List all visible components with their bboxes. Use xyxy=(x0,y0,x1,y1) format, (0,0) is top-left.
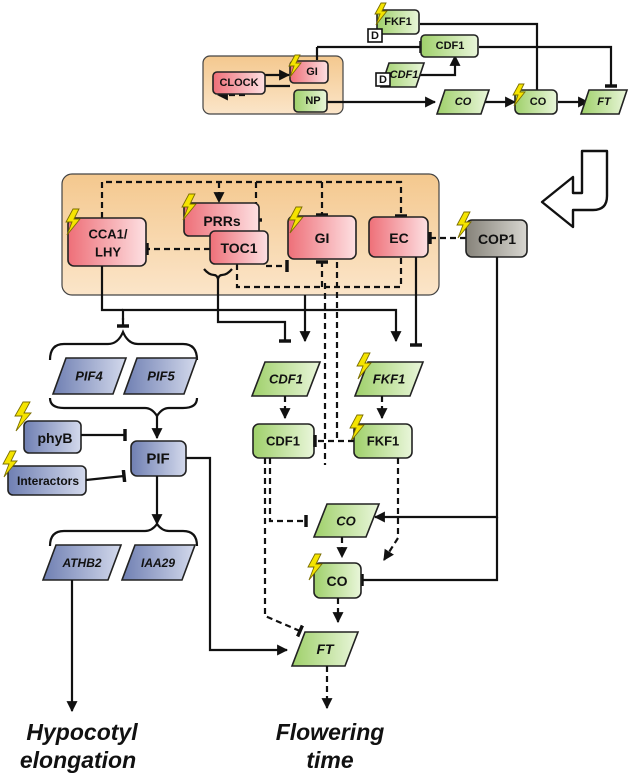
light-bolt-icon xyxy=(181,193,197,221)
light-bolt-icon xyxy=(2,450,18,478)
pif5-node xyxy=(122,357,199,395)
zoom-out-arrow-icon xyxy=(540,149,609,229)
co-gene-label: CO xyxy=(336,514,356,529)
co-protein-label: CO xyxy=(327,573,348,589)
inset-cdf1-gene-label: CDF1 xyxy=(390,69,419,81)
inset-fkf1-label: FKF1 xyxy=(384,16,412,28)
light-bolt-icon xyxy=(349,414,365,442)
inset-co-gene-node xyxy=(435,89,491,115)
light-bolt-icon xyxy=(356,352,372,380)
light-bolt-icon xyxy=(374,2,388,26)
phyb-node xyxy=(23,420,82,454)
co-gene-node xyxy=(312,503,381,538)
light-bolt-icon xyxy=(288,206,304,234)
inset-d-label-cdf1: D xyxy=(379,74,387,86)
inset-d-label-top: D xyxy=(371,30,379,42)
cdf1-protein-label: CDF1 xyxy=(266,434,300,449)
gi-label: GI xyxy=(315,230,330,246)
clock-edge-cca1-ec xyxy=(100,180,408,218)
toc1-node xyxy=(209,230,269,265)
light-bolt-icon xyxy=(456,211,472,239)
edge-cca1-down xyxy=(100,266,123,312)
inset-gi-node xyxy=(289,60,329,84)
brace-targets xyxy=(48,522,199,547)
flowering-label-line1: Flowering xyxy=(276,719,385,745)
inset-ft-gene-label: FT xyxy=(597,96,612,108)
ec-node xyxy=(368,216,429,258)
inset-np-label: NP xyxy=(305,95,320,107)
inset-gi-label: GI xyxy=(306,66,318,78)
inset-co-gene-label: CO xyxy=(455,96,472,108)
inset-np-node xyxy=(293,89,328,113)
fkf1-protein-label: FKF1 xyxy=(367,434,400,449)
edge-cdf1-co-gene xyxy=(268,458,308,528)
cca1-lhy-label-line2: LHY xyxy=(95,245,121,260)
cca1-lhy-label-line1: CCA1/ xyxy=(88,227,127,242)
edge-cca1-fkf1-gene xyxy=(121,308,402,343)
cop1-label: COP1 xyxy=(478,231,516,247)
ft-gene-node xyxy=(290,631,360,667)
edge-toc1-cdf1-gene xyxy=(216,279,292,343)
pif4-node xyxy=(51,357,128,395)
hypocotyl-label-line1: Hypocotyl xyxy=(26,719,138,745)
light-bolt-icon xyxy=(512,83,526,107)
flowering-label-line2: time xyxy=(306,747,354,773)
inset-edge-cdf1-ft xyxy=(479,45,618,88)
edge-cdf1-ft xyxy=(263,458,304,638)
inset-edge-fkf1-co xyxy=(420,22,543,114)
athb2-node xyxy=(41,544,123,581)
inset-d-box-cdf1 xyxy=(375,72,391,87)
inset-cdf1-protein-label: CDF1 xyxy=(436,40,465,52)
ft-gene-label: FT xyxy=(316,641,335,657)
fkf1-gene-node xyxy=(353,361,425,397)
brace-pif45-top xyxy=(48,329,199,361)
cdf1-gene-label: CDF1 xyxy=(269,372,303,387)
clock-edge-toc1-ec xyxy=(235,257,403,289)
light-bolt-icon xyxy=(307,553,323,581)
pif-label: PIF xyxy=(146,451,169,468)
light-bolt-icon xyxy=(65,208,81,236)
fkf1-gene-label: FKF1 xyxy=(373,372,406,387)
athb2-label: ATHB2 xyxy=(61,556,101,570)
inset-clock-node xyxy=(212,71,266,95)
ec-label: EC xyxy=(389,230,408,246)
interactors-label: Interactors xyxy=(17,474,79,488)
cca1-lhy-node xyxy=(67,217,147,267)
toc1-label: TOC1 xyxy=(220,240,257,256)
iaa29-label: IAA29 xyxy=(141,556,175,570)
inset-ft-gene-node xyxy=(579,89,629,115)
inset-cdf1-protein-node xyxy=(420,34,479,58)
phyb-label: phyB xyxy=(38,430,73,446)
iaa29-node xyxy=(120,544,197,581)
interactors-node xyxy=(7,465,87,496)
cdf1-gene-node xyxy=(250,361,322,397)
inset-clock-label: CLOCK xyxy=(219,77,258,89)
edge-interactors-pif xyxy=(85,469,127,483)
brace-pif45-bottom xyxy=(48,397,199,419)
inset-co-protein-label: CO xyxy=(530,96,547,108)
inset-d-box-top xyxy=(367,28,383,43)
pif5-label: PIF5 xyxy=(147,369,175,384)
light-bolt-icon xyxy=(288,54,302,78)
inset-edge-cdf1gene-cdf1 xyxy=(420,54,461,77)
pif4-label: PIF4 xyxy=(75,369,103,384)
edge-fkf1-co-protein xyxy=(383,458,400,561)
edge-cop1-co-protein xyxy=(360,517,499,587)
hypocotyl-label-line2: elongation xyxy=(20,747,136,773)
edge-pif-ft xyxy=(186,456,289,656)
prrs-label: PRRs xyxy=(203,213,241,229)
gi-node xyxy=(287,215,357,260)
light-bolt-icon xyxy=(14,401,32,432)
